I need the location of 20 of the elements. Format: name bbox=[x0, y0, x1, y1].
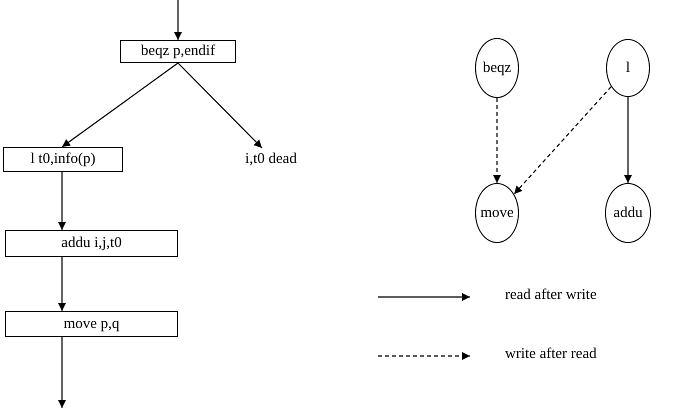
instruction-circle: addu bbox=[605, 183, 651, 243]
arrow bbox=[58, 337, 66, 408]
arrow bbox=[58, 172, 66, 230]
instruction-box: addu i,j,t0 bbox=[5, 230, 178, 257]
arrow bbox=[514, 86, 612, 194]
arrow bbox=[58, 257, 66, 311]
arrow bbox=[493, 98, 501, 183]
legend-text: write after read bbox=[505, 346, 597, 363]
legend-text: read after write bbox=[505, 287, 597, 304]
arrow bbox=[624, 97, 632, 183]
arrow bbox=[62, 62, 178, 148]
instruction-box: beqz p,endif bbox=[120, 40, 236, 63]
instruction-box: l t0,info(p) bbox=[3, 147, 123, 172]
instruction-box: move p,q bbox=[5, 311, 178, 337]
instruction-circle: move bbox=[475, 183, 519, 243]
instruction-circle: l bbox=[606, 39, 650, 97]
annotation-text: i,t0 dead bbox=[232, 148, 310, 170]
arrow bbox=[178, 62, 262, 148]
arrow bbox=[174, 0, 182, 40]
instruction-circle: beqz bbox=[475, 38, 519, 98]
